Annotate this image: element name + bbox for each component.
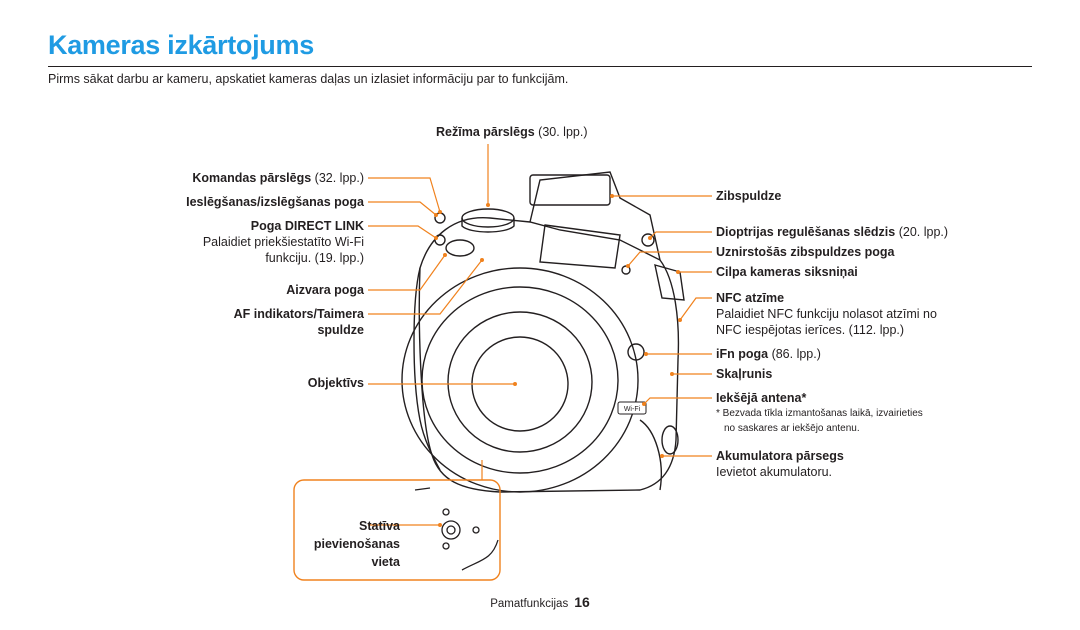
label-direct-link-desc2: funkciju. (19. lpp.) [265, 251, 364, 265]
label-tripod1: Statīva [359, 519, 400, 533]
label-af-lamp2: spuldze [317, 323, 364, 337]
title-rule [48, 66, 1032, 67]
label-antenna-note2: no saskares ar iekšējo antenu. [724, 423, 860, 434]
label-lens: Objektīvs [307, 376, 364, 390]
label-battery-desc: Ievietot akumulatoru. [716, 465, 833, 479]
label-flash: Zibspuldze [716, 189, 782, 203]
page-number: 16 [574, 594, 590, 610]
label-command-dial: Komandas pārslēgs (32. lpp.) [192, 171, 364, 185]
label-direct-link: Poga DIRECT LINK [250, 219, 364, 233]
label-tripod2: pievienošanas [313, 537, 400, 551]
label-battery: Akumulatora pārsegs [716, 449, 844, 463]
wifi-badge-icon [617, 401, 647, 415]
label-direct-link-desc1: Palaidiet priekšiestatīto Wi-Fi [202, 235, 364, 249]
label-strap: Cilpa kameras siksniņai [716, 265, 858, 279]
page-footer: Pamatfunkcijas 16 [0, 594, 1080, 610]
label-power-button: Ieslēgšanas/izslēgšanas poga [186, 195, 364, 209]
label-antenna: Iekšējā antena* [716, 391, 807, 405]
footer-section: Pamatfunkcijas [490, 598, 569, 610]
label-nfc: NFC atzīme [716, 291, 785, 305]
label-popup-flash: Uznirstošās zibspuldzes poga [716, 245, 895, 259]
intro-text: Pirms sākat darbu ar kameru, apskatiet k… [48, 72, 569, 86]
svg-text:Wi-Fi: Wi-Fi [624, 406, 641, 413]
tripod-closeup-illustration [293, 479, 501, 581]
label-af-lamp1: AF indikators/Taimera [233, 307, 364, 321]
label-nfc-desc1: Palaidiet NFC funkciju nolasot atzīmi no [716, 307, 937, 321]
label-diopter: Dioptrijas regulēšanas slēdzis (20. lpp.… [716, 225, 949, 239]
label-ifn: iFn poga (86. lpp.) [716, 347, 821, 361]
page-title: Kameras izkārtojums [48, 30, 314, 60]
label-antenna-note1: * Bezvada tīkla izmantošanas laikā, izva… [716, 408, 923, 419]
label-tripod3: vieta [371, 555, 401, 569]
label-mode-dial: Režīma pārslēgs (30. lpp.) [436, 125, 588, 139]
label-speaker: Skaļrunis [716, 367, 773, 381]
label-nfc-desc2: NFC iespējotas ierīces. (112. lpp.) [716, 323, 905, 337]
label-shutter: Aizvara poga [286, 283, 364, 297]
